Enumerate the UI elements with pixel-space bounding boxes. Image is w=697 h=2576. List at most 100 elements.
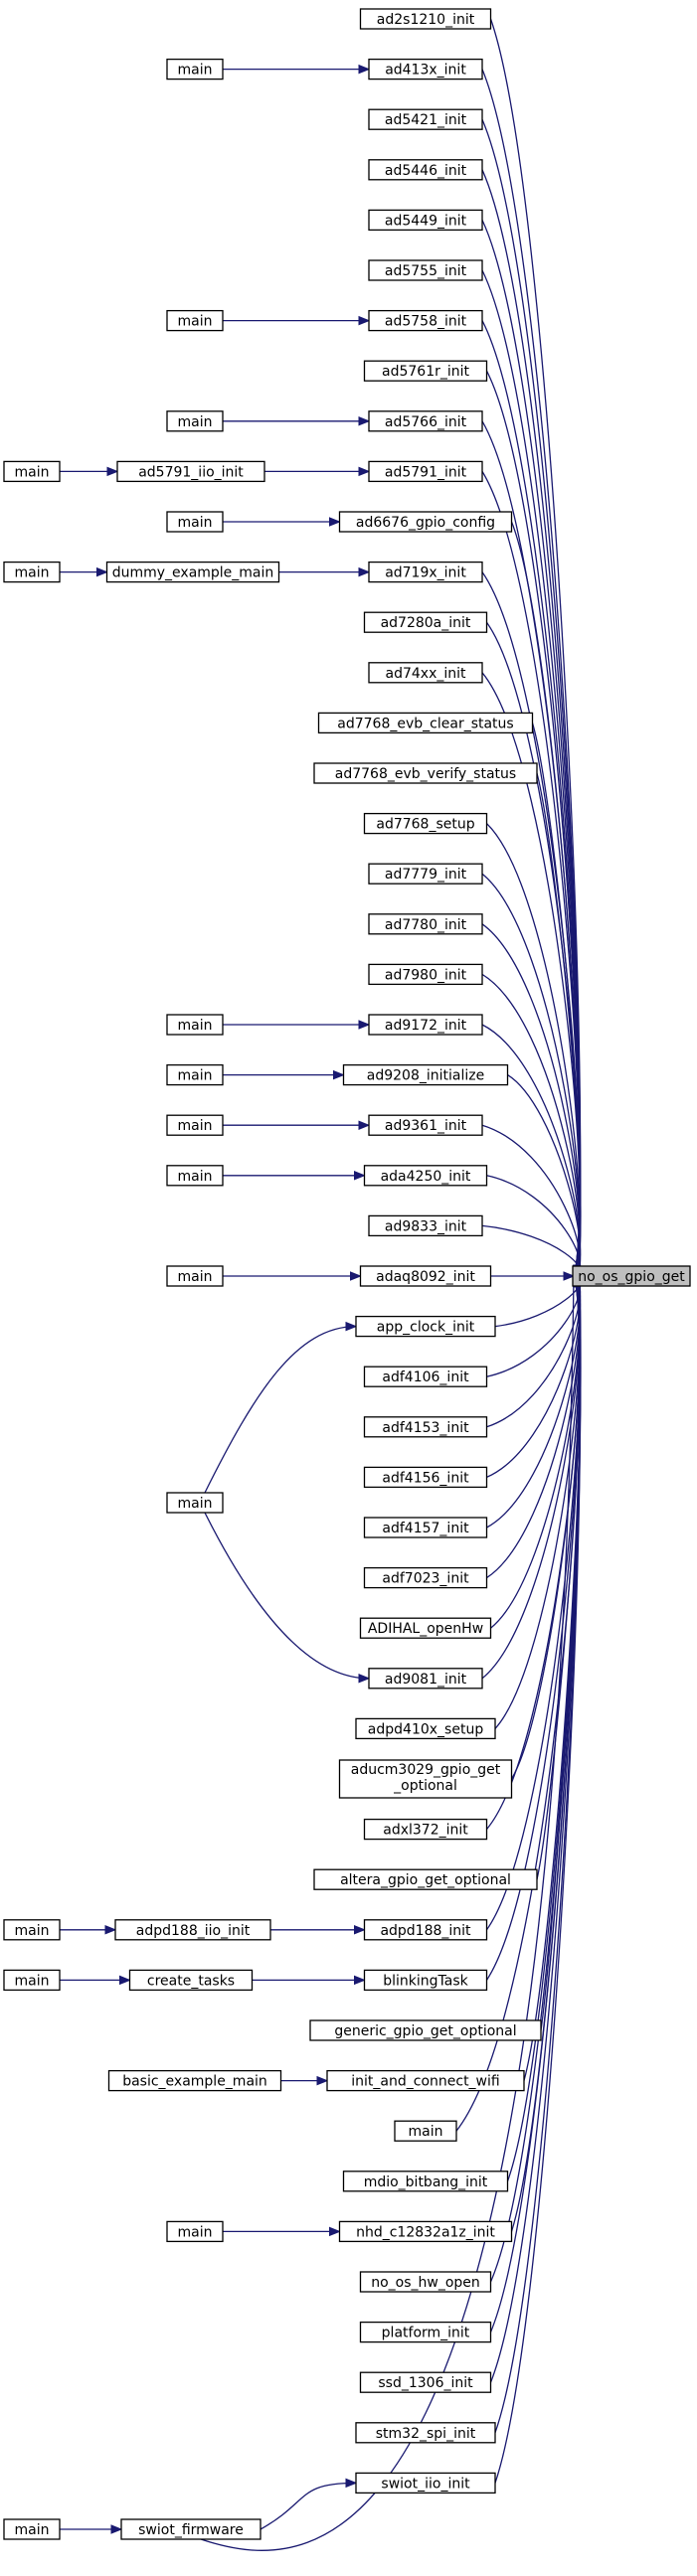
node-m_create_tasks[interactable]: main xyxy=(3,1969,61,1992)
node-ad2s1210_init[interactable]: ad2s1210_init xyxy=(359,8,492,30)
node-adf7023_init[interactable]: adf7023_init xyxy=(363,1566,488,1589)
node-ad7780_init[interactable]: ad7780_init xyxy=(368,913,483,935)
node-ad7768_evb_clear_status[interactable]: ad7768_evb_clear_status xyxy=(317,712,534,734)
node-ad5755_init[interactable]: ad5755_init xyxy=(368,259,483,281)
node-ad74xx_init[interactable]: ad74xx_init xyxy=(368,662,483,684)
node-app_clock_init[interactable]: app_clock_init xyxy=(355,1315,496,1338)
node-ada4250_init[interactable]: ada4250_init xyxy=(363,1165,488,1187)
node-label: ad74xx_init xyxy=(386,666,467,682)
node-ad9208_initialize[interactable]: ad9208_initialize xyxy=(342,1063,509,1086)
edge-adf4153_init-to-target xyxy=(486,1274,586,1428)
node-nhd_c12832a1z_init[interactable]: nhd_c12832a1z_init xyxy=(338,2220,513,2243)
node-ad7280a_init[interactable]: ad7280a_init xyxy=(363,611,488,633)
node-ad7779_init[interactable]: ad7779_init xyxy=(368,863,483,885)
arrow-head-icon xyxy=(345,2478,358,2489)
node-m_swiot[interactable]: main xyxy=(3,2518,61,2540)
node-altera_gpio_get_optional[interactable]: altera_gpio_get_optional xyxy=(313,1868,538,1890)
node-generic_gpio_get_optional[interactable]: generic_gpio_get_optional xyxy=(309,2019,542,2041)
node-m_ad5758[interactable]: main xyxy=(166,309,224,332)
node-create_tasks[interactable]: create_tasks xyxy=(128,1969,254,1992)
node-m_ad5791_iio[interactable]: main xyxy=(3,460,61,483)
node-box xyxy=(359,8,492,30)
node-adf4157_init[interactable]: adf4157_init xyxy=(363,1517,488,1538)
node-ad5791_init[interactable]: ad5791_init xyxy=(368,460,483,483)
node-box xyxy=(368,460,483,483)
node-box xyxy=(368,963,483,986)
node-platform_init[interactable]: platform_init xyxy=(359,2321,492,2343)
node-ad5761r_init[interactable]: ad5761r_init xyxy=(363,360,488,382)
node-label: ad7779_init xyxy=(385,867,467,883)
node-ad9833_init[interactable]: ad9833_init xyxy=(368,1214,483,1237)
node-ad5449_init[interactable]: ad5449_init xyxy=(368,209,483,232)
node-label: ad5758_init xyxy=(385,314,467,330)
node-label: main xyxy=(15,565,50,581)
edge-m_ad6676-to-ad6676_gpio_config xyxy=(223,517,341,527)
node-ad5791_iio_init[interactable]: ad5791_iio_init xyxy=(116,460,265,483)
node-m_ad5766[interactable]: main xyxy=(166,410,224,432)
node-adxl372_init[interactable]: adxl372_init xyxy=(363,1818,488,1841)
node-ADIHAL_openHw[interactable]: ADIHAL_openHw xyxy=(359,1617,492,1639)
node-label: no_os_gpio_get xyxy=(578,1269,685,1285)
node-m_ad9361[interactable]: main xyxy=(166,1114,224,1136)
node-m_ad6676[interactable]: main xyxy=(166,511,224,533)
node-ad5766_init[interactable]: ad5766_init xyxy=(368,410,483,432)
node-adf4106_init[interactable]: adf4106_init xyxy=(363,1366,488,1387)
node-label: aducm3029_gpio_get xyxy=(351,1762,501,1778)
node-basic_example_main[interactable]: basic_example_main xyxy=(107,2069,282,2092)
node-m_dummy[interactable]: main xyxy=(3,561,61,583)
node-aducm3029_gpio_get_optional[interactable]: aducm3029_gpio_get_optional xyxy=(338,1759,513,1799)
node-label: ad7768_evb_verify_status xyxy=(335,766,516,782)
node-adpd188_iio_init[interactable]: adpd188_iio_init xyxy=(114,1919,271,1941)
node-swiot_iio_init[interactable]: swiot_iio_init xyxy=(355,2472,496,2495)
node-m_adpd188[interactable]: main xyxy=(3,1919,61,1941)
node-swiot_firmware[interactable]: swiot_firmware xyxy=(120,2518,261,2540)
node-box xyxy=(3,1919,61,1941)
arrow-head-icon xyxy=(316,2075,329,2086)
node-m_adaq8092[interactable]: main xyxy=(166,1265,224,1287)
node-box xyxy=(359,1265,492,1287)
node-adf4156_init[interactable]: adf4156_init xyxy=(363,1466,488,1489)
node-adpd188_init[interactable]: adpd188_init xyxy=(363,1919,488,1941)
target-node-no_os_gpio_get[interactable]: no_os_gpio_get xyxy=(572,1265,691,1287)
node-adf4153_init[interactable]: adf4153_init xyxy=(363,1416,488,1438)
node-m_ad9208[interactable]: main xyxy=(166,1063,224,1086)
node-ad5421_init[interactable]: ad5421_init xyxy=(368,108,483,130)
node-label: main xyxy=(15,464,50,480)
node-label: ad5791_init xyxy=(385,464,467,480)
node-adaq8092_init[interactable]: adaq8092_init xyxy=(359,1265,492,1287)
node-box xyxy=(355,2472,496,2495)
node-ad413x_init[interactable]: ad413x_init xyxy=(368,58,483,80)
node-box xyxy=(363,611,488,633)
node-ad5758_init[interactable]: ad5758_init xyxy=(368,309,483,332)
node-dummy_example_main[interactable]: dummy_example_main xyxy=(105,561,280,583)
node-m_ad413x[interactable]: main xyxy=(166,58,224,80)
edge-m_ada4250-to-ada4250_init xyxy=(223,1171,366,1181)
node-ad7980_init[interactable]: ad7980_init xyxy=(368,963,483,986)
node-label: no_os_hw_open xyxy=(371,2275,480,2291)
node-mdio_bitbang_init[interactable]: mdio_bitbang_init xyxy=(342,2171,509,2192)
node-ad6676_gpio_config[interactable]: ad6676_gpio_config xyxy=(338,511,513,533)
node-m_nhd[interactable]: main xyxy=(166,2220,224,2243)
node-ad9081_init[interactable]: ad9081_init xyxy=(368,1668,483,1690)
node-m_ada4250[interactable]: main xyxy=(166,1165,224,1187)
node-ssd_1306_init[interactable]: ssd_1306_init xyxy=(359,2371,492,2393)
node-label: main xyxy=(178,414,213,430)
edge-m_nhd-to-nhd_c12832a1z_init xyxy=(223,2226,341,2237)
node-no_os_hw_open[interactable]: no_os_hw_open xyxy=(359,2271,492,2293)
node-m_ad9172[interactable]: main xyxy=(166,1014,224,1036)
node-m_big[interactable]: main xyxy=(166,1492,224,1514)
node-ad9361_init[interactable]: ad9361_init xyxy=(368,1114,483,1136)
node-ad5446_init[interactable]: ad5446_init xyxy=(368,159,483,181)
edge-line xyxy=(486,1175,582,1277)
node-adpd410x_setup[interactable]: adpd410x_setup xyxy=(355,1717,496,1740)
node-label: ad2s1210_init xyxy=(377,12,475,28)
node-box xyxy=(363,1466,488,1489)
node-ad719x_init[interactable]: ad719x_init xyxy=(368,561,483,583)
node-ad9172_init[interactable]: ad9172_init xyxy=(368,1014,483,1036)
node-ad7768_setup[interactable]: ad7768_setup xyxy=(363,812,488,835)
node-ad7768_evb_verify_status[interactable]: ad7768_evb_verify_status xyxy=(313,762,538,784)
node-main_direct[interactable]: main xyxy=(394,2120,457,2142)
node-blinkingTask[interactable]: blinkingTask xyxy=(363,1969,488,1992)
node-stm32_spi_init[interactable]: stm32_spi_init xyxy=(355,2422,496,2444)
node-init_and_connect_wifi[interactable]: init_and_connect_wifi xyxy=(326,2069,525,2092)
